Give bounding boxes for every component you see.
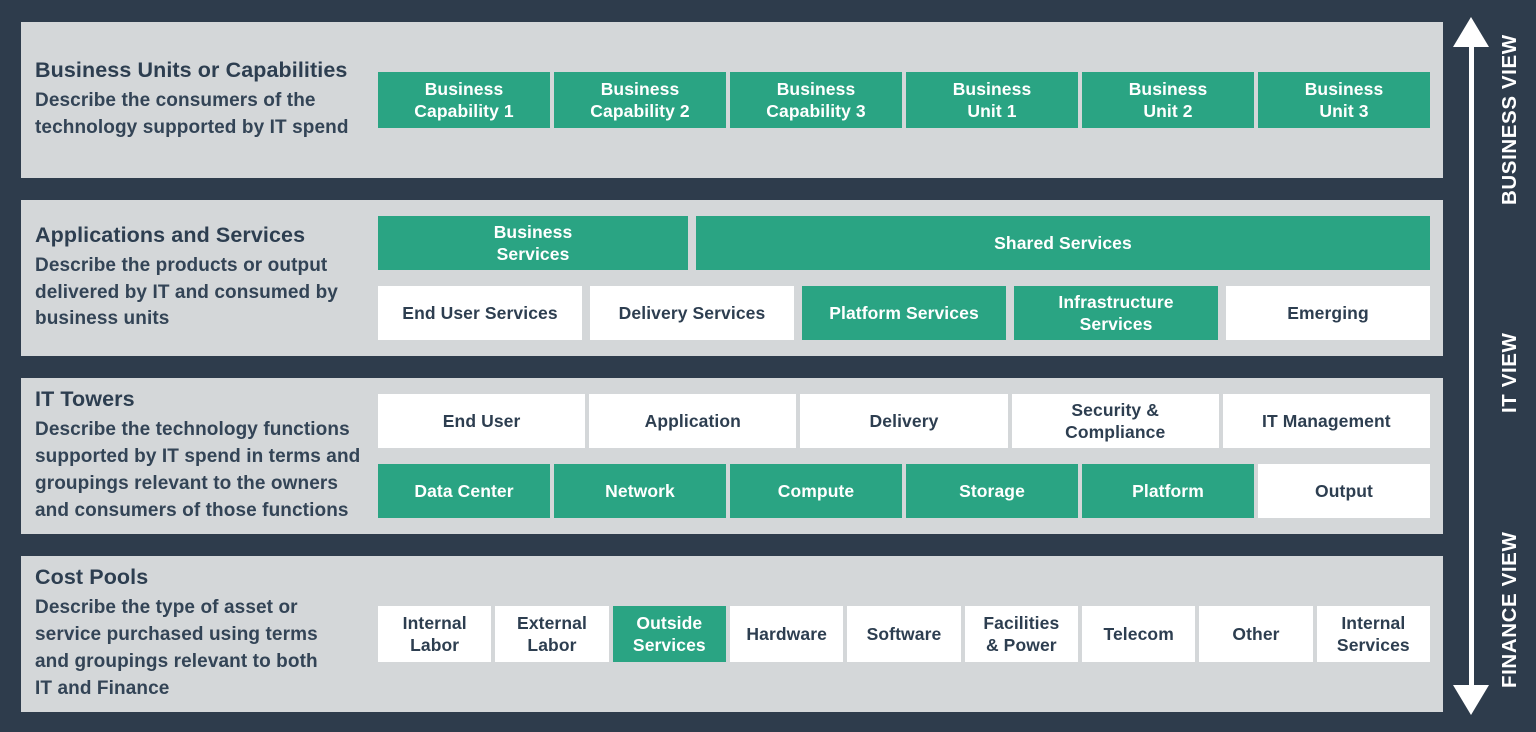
box-network: Network [554,464,726,518]
band-title: Applications and Services [35,222,306,247]
box-end-user-services: End User Services [378,286,582,340]
axis-label-finance-view: FINANCE VIEW [1498,531,1521,689]
box-software: Software [847,606,961,662]
box-shared-services: Shared Services [696,216,1430,270]
box-application: Application [589,394,797,448]
box-internal-labor: Internal Labor [378,606,492,662]
box-platform: Platform [1082,464,1254,518]
box-storage: Storage [906,464,1078,518]
box-platform-services: Platform Services [802,286,1006,340]
box-output: Output [1258,464,1430,518]
box-infrastructure-services: Infrastructure Services [1014,286,1218,340]
box-outside-services: Outside Services [612,606,726,662]
box-telecom: Telecom [1082,606,1196,662]
box-it-management: IT Management [1222,394,1430,448]
band-description: Describe the products or output delivere… [35,254,338,330]
box-delivery-services: Delivery Services [590,286,794,340]
band-title: Cost Pools [35,565,149,590]
box-business-unit-2: Business Unit 2 [1082,72,1254,128]
box-security-compliance: Security & Compliance [1011,394,1219,448]
box-compute: Compute [730,464,902,518]
box-business-unit-3: Business Unit 3 [1258,72,1430,128]
box-business-unit-1: Business Unit 1 [906,72,1078,128]
band-title: Business Units or Capabilities [35,58,348,83]
box-business-capability-3: Business Capability 3 [730,72,902,128]
axis-label-it-view: IT VIEW [1498,332,1521,414]
band-description: Describe the technology functions suppor… [35,419,361,521]
band-description: Describe the type of asset or service pu… [35,597,318,699]
box-end-user: End User [378,394,586,448]
box-other: Other [1199,606,1313,662]
arrow-up-icon [1453,17,1489,47]
box-business-services: Business Services [378,216,688,270]
box-delivery: Delivery [800,394,1008,448]
box-data-center: Data Center [378,464,550,518]
box-internal-services: Internal Services [1316,606,1430,662]
view-axis-arrow [1469,44,1474,688]
box-business-capability-2: Business Capability 2 [554,72,726,128]
box-business-capability-1: Business Capability 1 [378,72,550,128]
box-emerging: Emerging [1226,286,1430,340]
box-hardware: Hardware [730,606,844,662]
box-facilities-power: Facilities & Power [964,606,1078,662]
arrow-down-icon [1453,685,1489,715]
axis-label-business-view: BUSINESS VIEW [1498,34,1521,206]
box-external-labor: External Labor [495,606,609,662]
band-description: Describe the consumers of the technology… [35,90,349,138]
band-title: IT Towers [35,387,135,412]
